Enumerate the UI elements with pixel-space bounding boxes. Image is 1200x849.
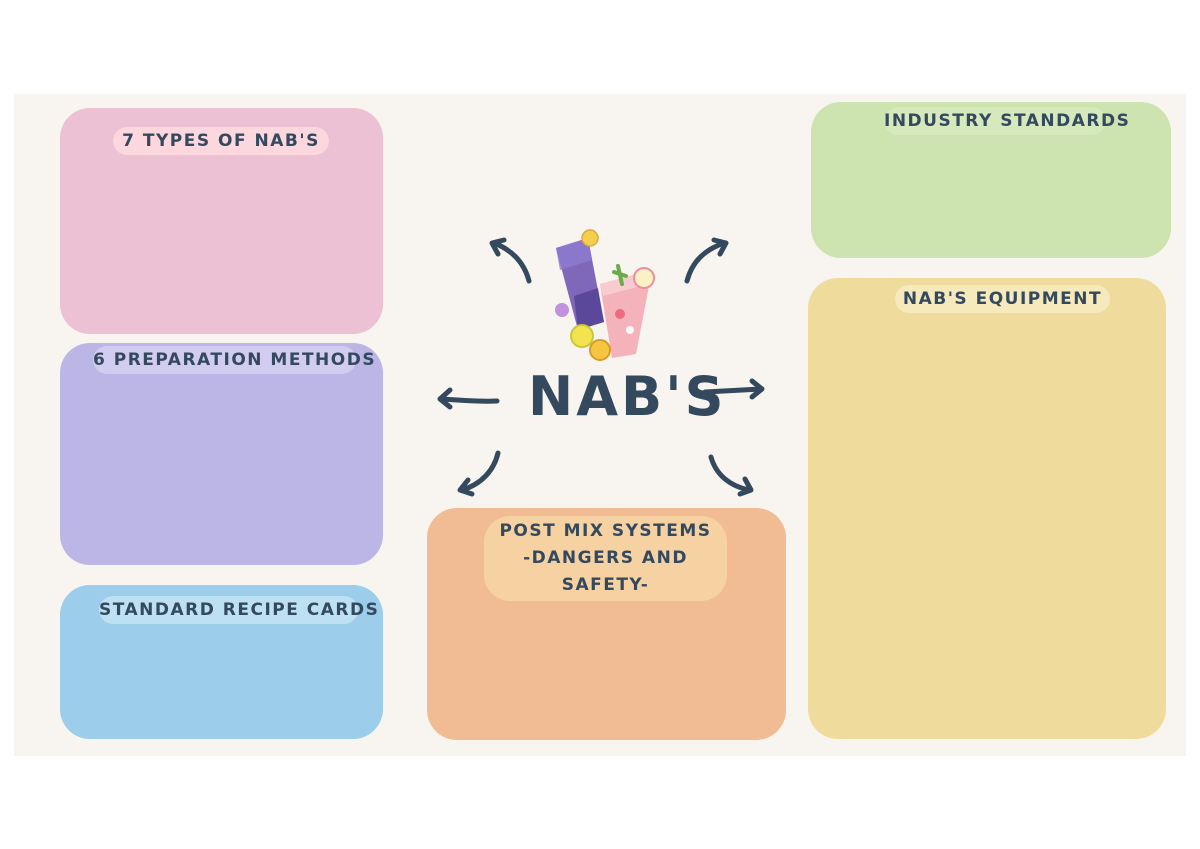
- nabs-equipment-label: NAB'S EQUIPMENT: [895, 285, 1110, 313]
- arrow-head-icon: [437, 387, 453, 410]
- arrow-head-icon: [457, 477, 475, 497]
- curved-arrow-icon: [491, 240, 532, 284]
- post-mix-label-line1: POST MIX SYSTEMS: [499, 521, 712, 541]
- curved-arrow-icon: [438, 396, 500, 404]
- curved-arrow-icon: [684, 240, 727, 284]
- center-title: NAB'S: [528, 365, 727, 428]
- curved-arrow-icon: [702, 386, 764, 395]
- post-mix-label-line2: -DANGERS AND SAFETY-: [523, 548, 688, 595]
- arrow-head-icon: [711, 237, 729, 257]
- post-mix-systems-label: POST MIX SYSTEMS -DANGERS AND SAFETY-: [484, 516, 727, 601]
- standard-recipe-cards-label: STANDARD RECIPE CARDS: [99, 596, 378, 624]
- arrow-head-icon: [737, 476, 754, 497]
- arrow-head-icon: [749, 378, 765, 400]
- curved-arrow-icon: [708, 454, 752, 493]
- industry-standards-label: INDUSTRY STANDARDS: [884, 107, 1129, 135]
- drinks-illustration: [555, 229, 655, 361]
- curved-arrow-icon: [459, 450, 501, 493]
- preparation-methods-box: [60, 343, 383, 565]
- nabs-equipment-box: [808, 278, 1166, 739]
- arrow-head-icon: [489, 237, 507, 257]
- preparation-methods-label: 6 PREPARATION METHODS: [93, 346, 375, 374]
- types-of-nabs-label: 7 TYPES OF NAB'S: [113, 127, 329, 155]
